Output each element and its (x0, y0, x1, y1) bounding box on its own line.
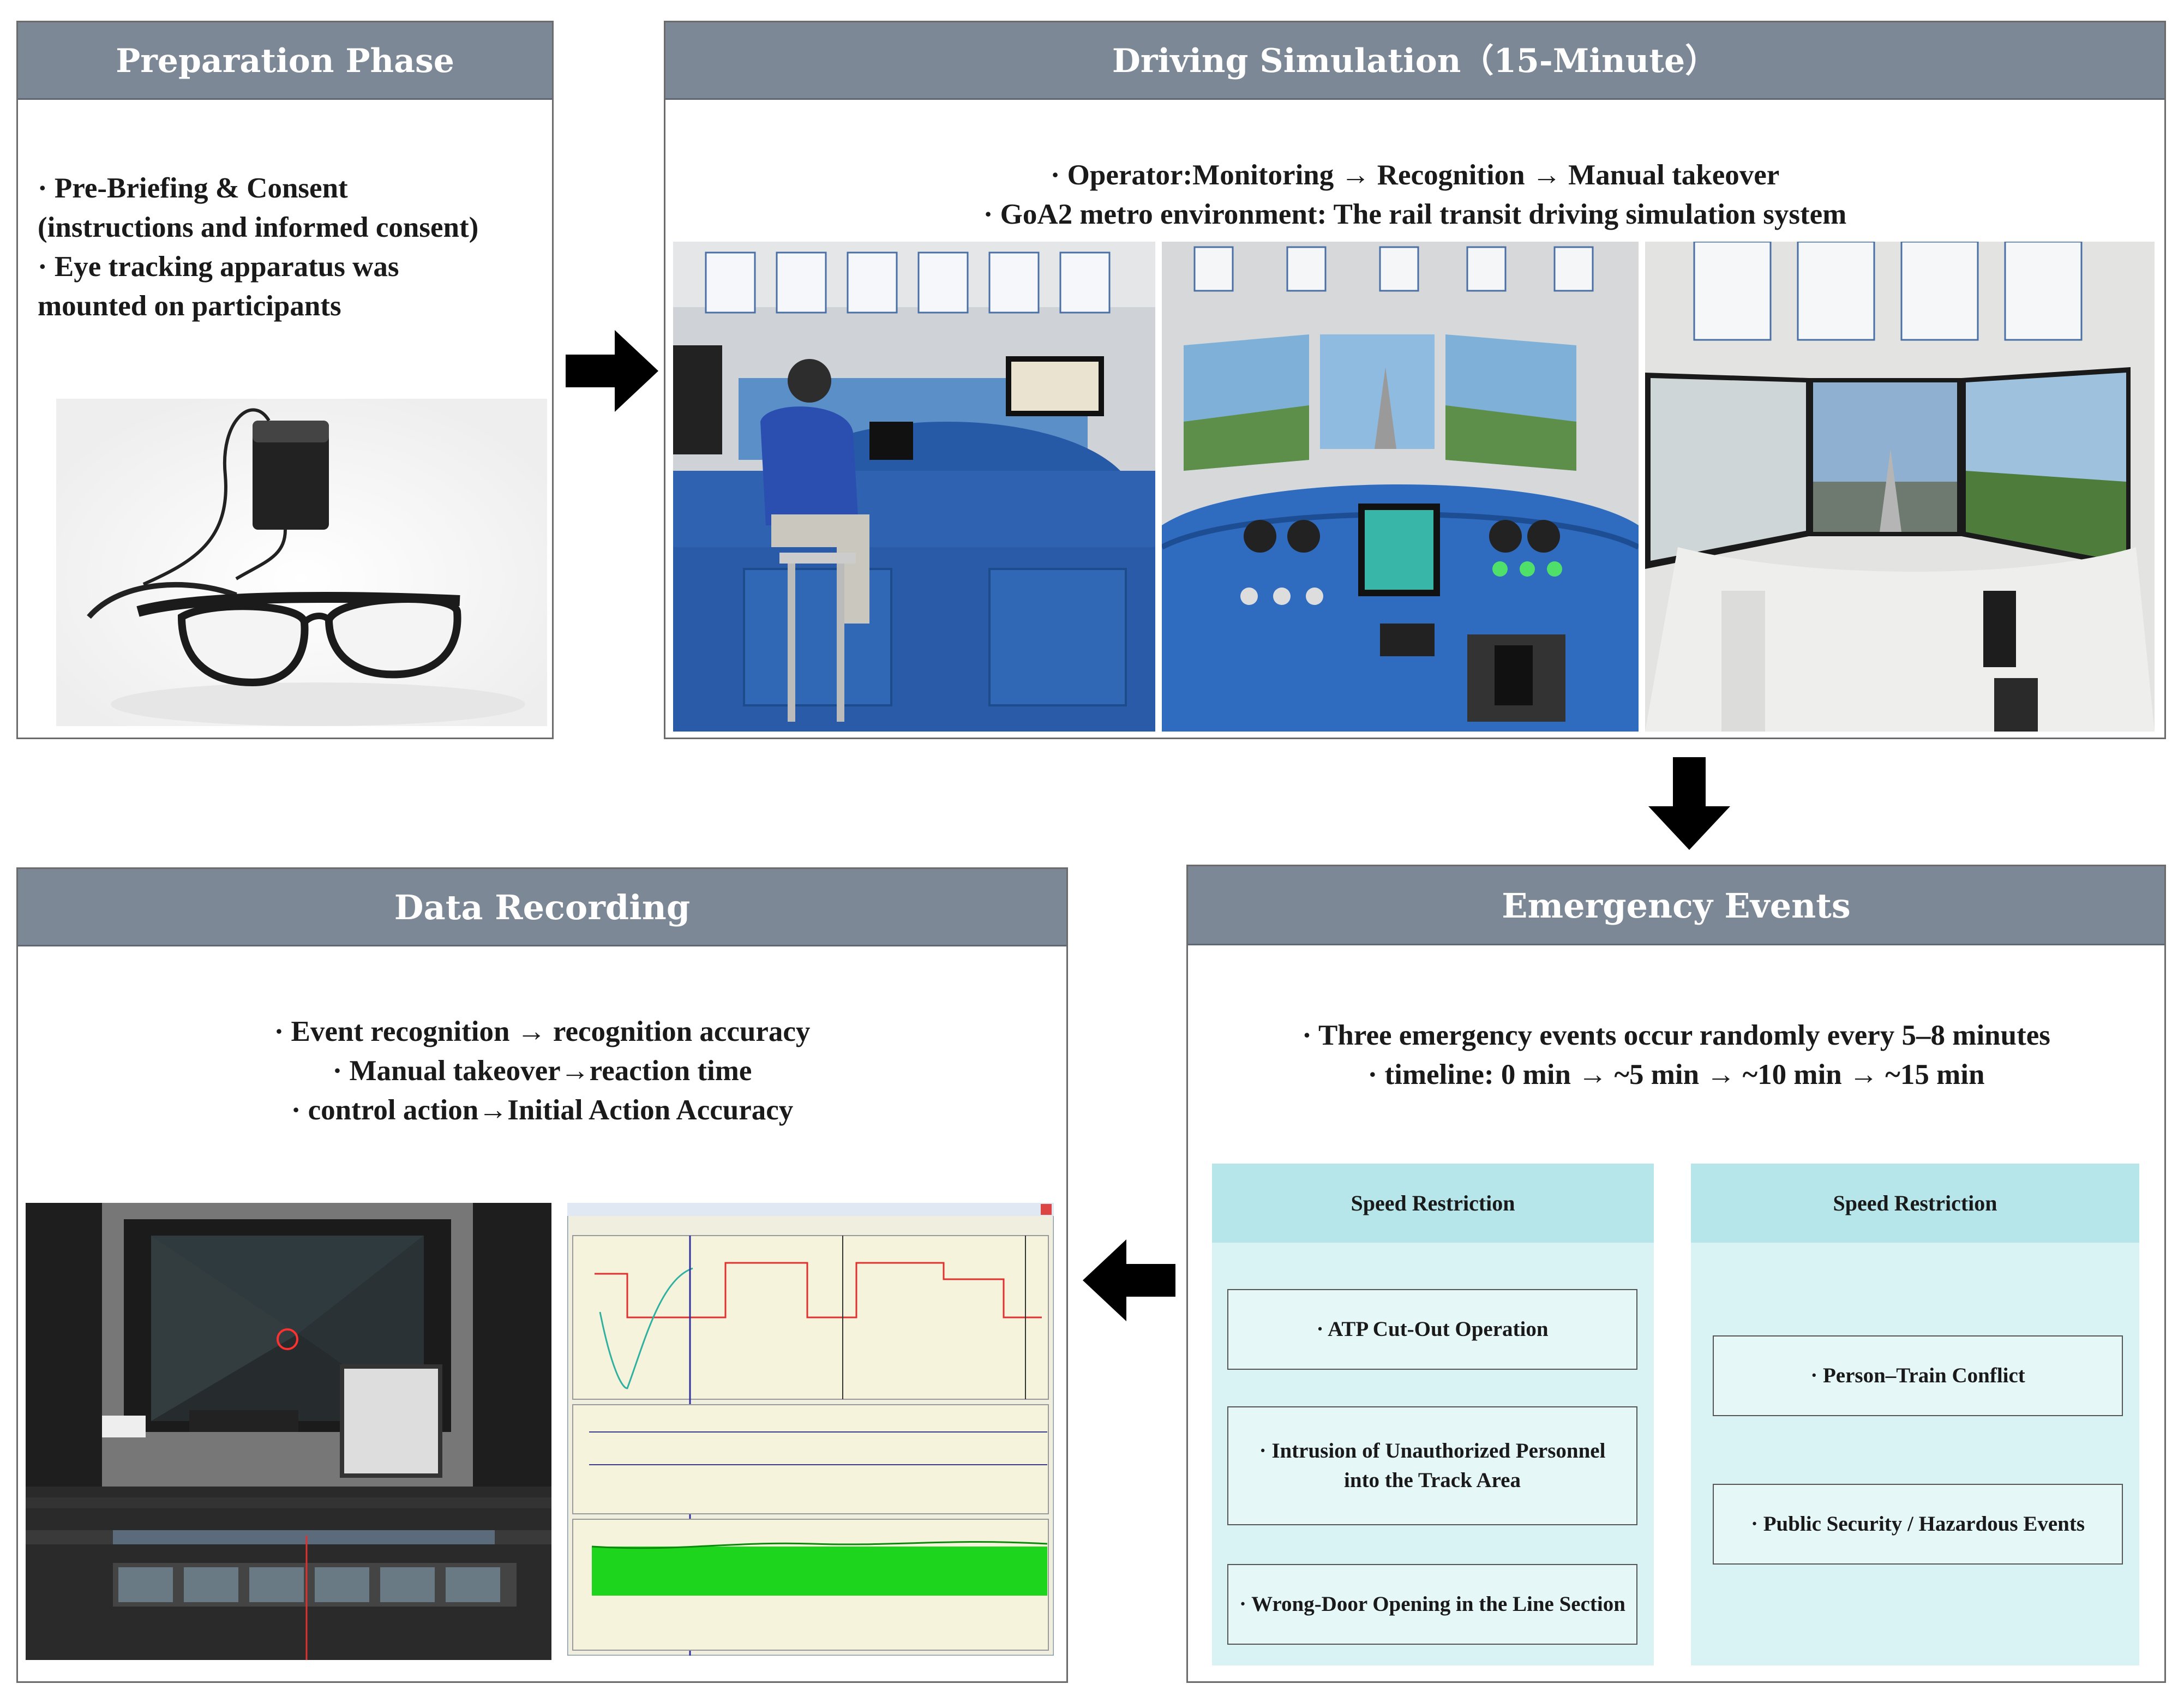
simulation-line-2: · GoA2 metro environment: The rail trans… (983, 199, 1847, 230)
recording-panel: Data Recording · Event recognition → rec… (16, 867, 1068, 1683)
emergency-title: Emergency Events (1188, 866, 2164, 945)
event-column-2-header: Speed Restriction (1691, 1164, 2139, 1243)
eye-tracking-recording-screenshot (26, 1203, 551, 1660)
eye-tracker-glasses-image (56, 399, 547, 726)
running-curve-screenshot (567, 1203, 1054, 1656)
simulation-line-1: · Operator:Monitoring → Recognition → Ma… (1050, 159, 1780, 191)
simulator-console-photo (1162, 242, 1639, 732)
emergency-line-2: · timeline: 0 min → ~5 min → ~10 min → ~… (1367, 1059, 1985, 1090)
recording-title: Data Recording (18, 869, 1066, 946)
recording-line-1: · Event recognition → recognition accura… (274, 1016, 811, 1047)
event-column-2: Speed Restriction · Person–Train Conflic… (1691, 1164, 2139, 1665)
simulator-operator-photo (673, 242, 1155, 732)
simulation-panel: Driving Simulation（15-Minute） · Operator… (664, 21, 2166, 739)
event-item: · Person–Train Conflict (1713, 1335, 2123, 1416)
event-item: · Wrong-Door Opening in the Line Section (1227, 1564, 1637, 1645)
arrow-down-icon (1648, 757, 1730, 850)
emergency-line-1: · Three emergency events occur randomly … (1302, 1020, 2050, 1051)
event-column-1-header: Speed Restriction (1212, 1164, 1654, 1243)
event-column-1: Speed Restriction · ATP Cut-Out Operatio… (1212, 1164, 1654, 1665)
preparation-title: Preparation Phase (18, 22, 552, 100)
preparation-panel: Preparation Phase · Pre-Briefing & Conse… (16, 21, 554, 739)
event-item: · ATP Cut-Out Operation (1227, 1289, 1637, 1370)
preparation-line-3: · Eye tracking apparatus was (38, 251, 399, 283)
preparation-line-4: mounted on participants (38, 290, 341, 322)
arrow-left-icon (1083, 1239, 1175, 1321)
emergency-panel: Emergency Events · Three emergency event… (1186, 865, 2166, 1683)
recording-line-2: · Manual takeover→reaction time (332, 1055, 752, 1087)
event-item: · Intrusion of Unauthorized Personnel in… (1227, 1406, 1637, 1525)
event-item: · Public Security / Hazardous Events (1713, 1484, 2123, 1565)
simulation-title: Driving Simulation（15-Minute） (665, 22, 2164, 100)
arrow-right-icon (566, 330, 658, 412)
simulator-screens-photo (1645, 242, 2155, 732)
recording-line-3: · control action→Initial Action Accuracy (291, 1094, 794, 1126)
preparation-line-1: · Pre-Briefing & Consent (38, 172, 348, 204)
preparation-line-2: (instructions and informed consent) (38, 212, 479, 243)
